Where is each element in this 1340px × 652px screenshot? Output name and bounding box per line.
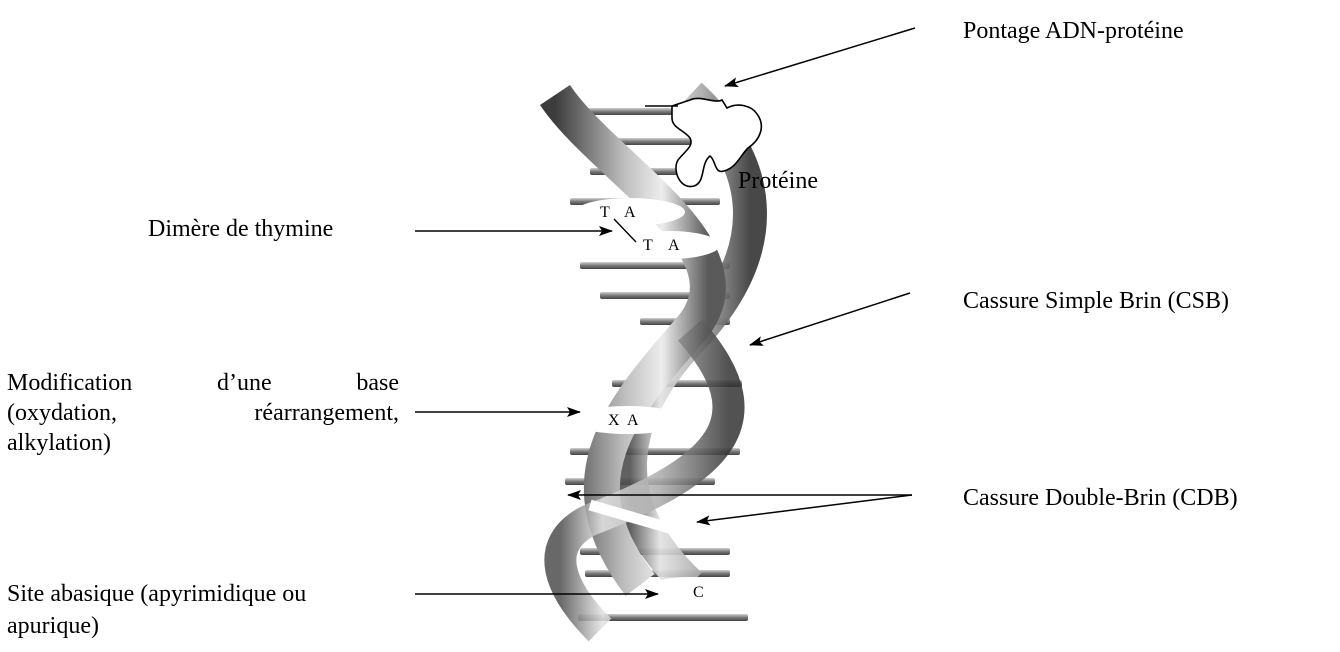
label-thymine-dimer: Dimère de thymine xyxy=(148,215,333,243)
dimer-bottom-base-1: T xyxy=(643,237,653,254)
base-mod-word-3: base xyxy=(356,369,399,397)
label-base-mod-line3: alkylation) xyxy=(7,429,111,457)
label-protein: Protéine xyxy=(738,167,818,195)
base-mod-word-4: (oxydation, xyxy=(7,399,117,427)
label-ssb: Cassure Simple Brin (CSB) xyxy=(963,287,1229,315)
label-base-mod-line2: (oxydation, réarrangement, xyxy=(7,399,399,427)
dimer-top-base-2: A xyxy=(624,204,636,221)
modified-base-x: X xyxy=(608,412,620,429)
label-abasic-line2: apurique) xyxy=(7,612,99,640)
base-mod-word-2: d’une xyxy=(217,369,272,397)
base-mod-word-5: réarrangement, xyxy=(254,399,399,427)
label-base-mod-line1: Modification d’une base xyxy=(7,369,399,397)
arrow-crosslink xyxy=(725,28,915,86)
label-crosslink: Pontage ADN-protéine xyxy=(963,17,1184,45)
label-dsb: Cassure Double-Brin (CDB) xyxy=(963,484,1238,512)
abasic-base-c: C xyxy=(693,584,704,601)
dimer-bottom-base-2: A xyxy=(668,237,680,254)
base-mod-word-1: Modification xyxy=(7,369,132,397)
arrow-ssb xyxy=(750,293,910,345)
dimer-top-base-1: T xyxy=(600,204,610,221)
arrow-dsb-2 xyxy=(697,495,912,522)
abasic-oval xyxy=(642,577,738,607)
modified-base-partner: A xyxy=(627,412,639,429)
label-abasic-line1: Site abasique (apyrimidique ou xyxy=(7,580,306,608)
